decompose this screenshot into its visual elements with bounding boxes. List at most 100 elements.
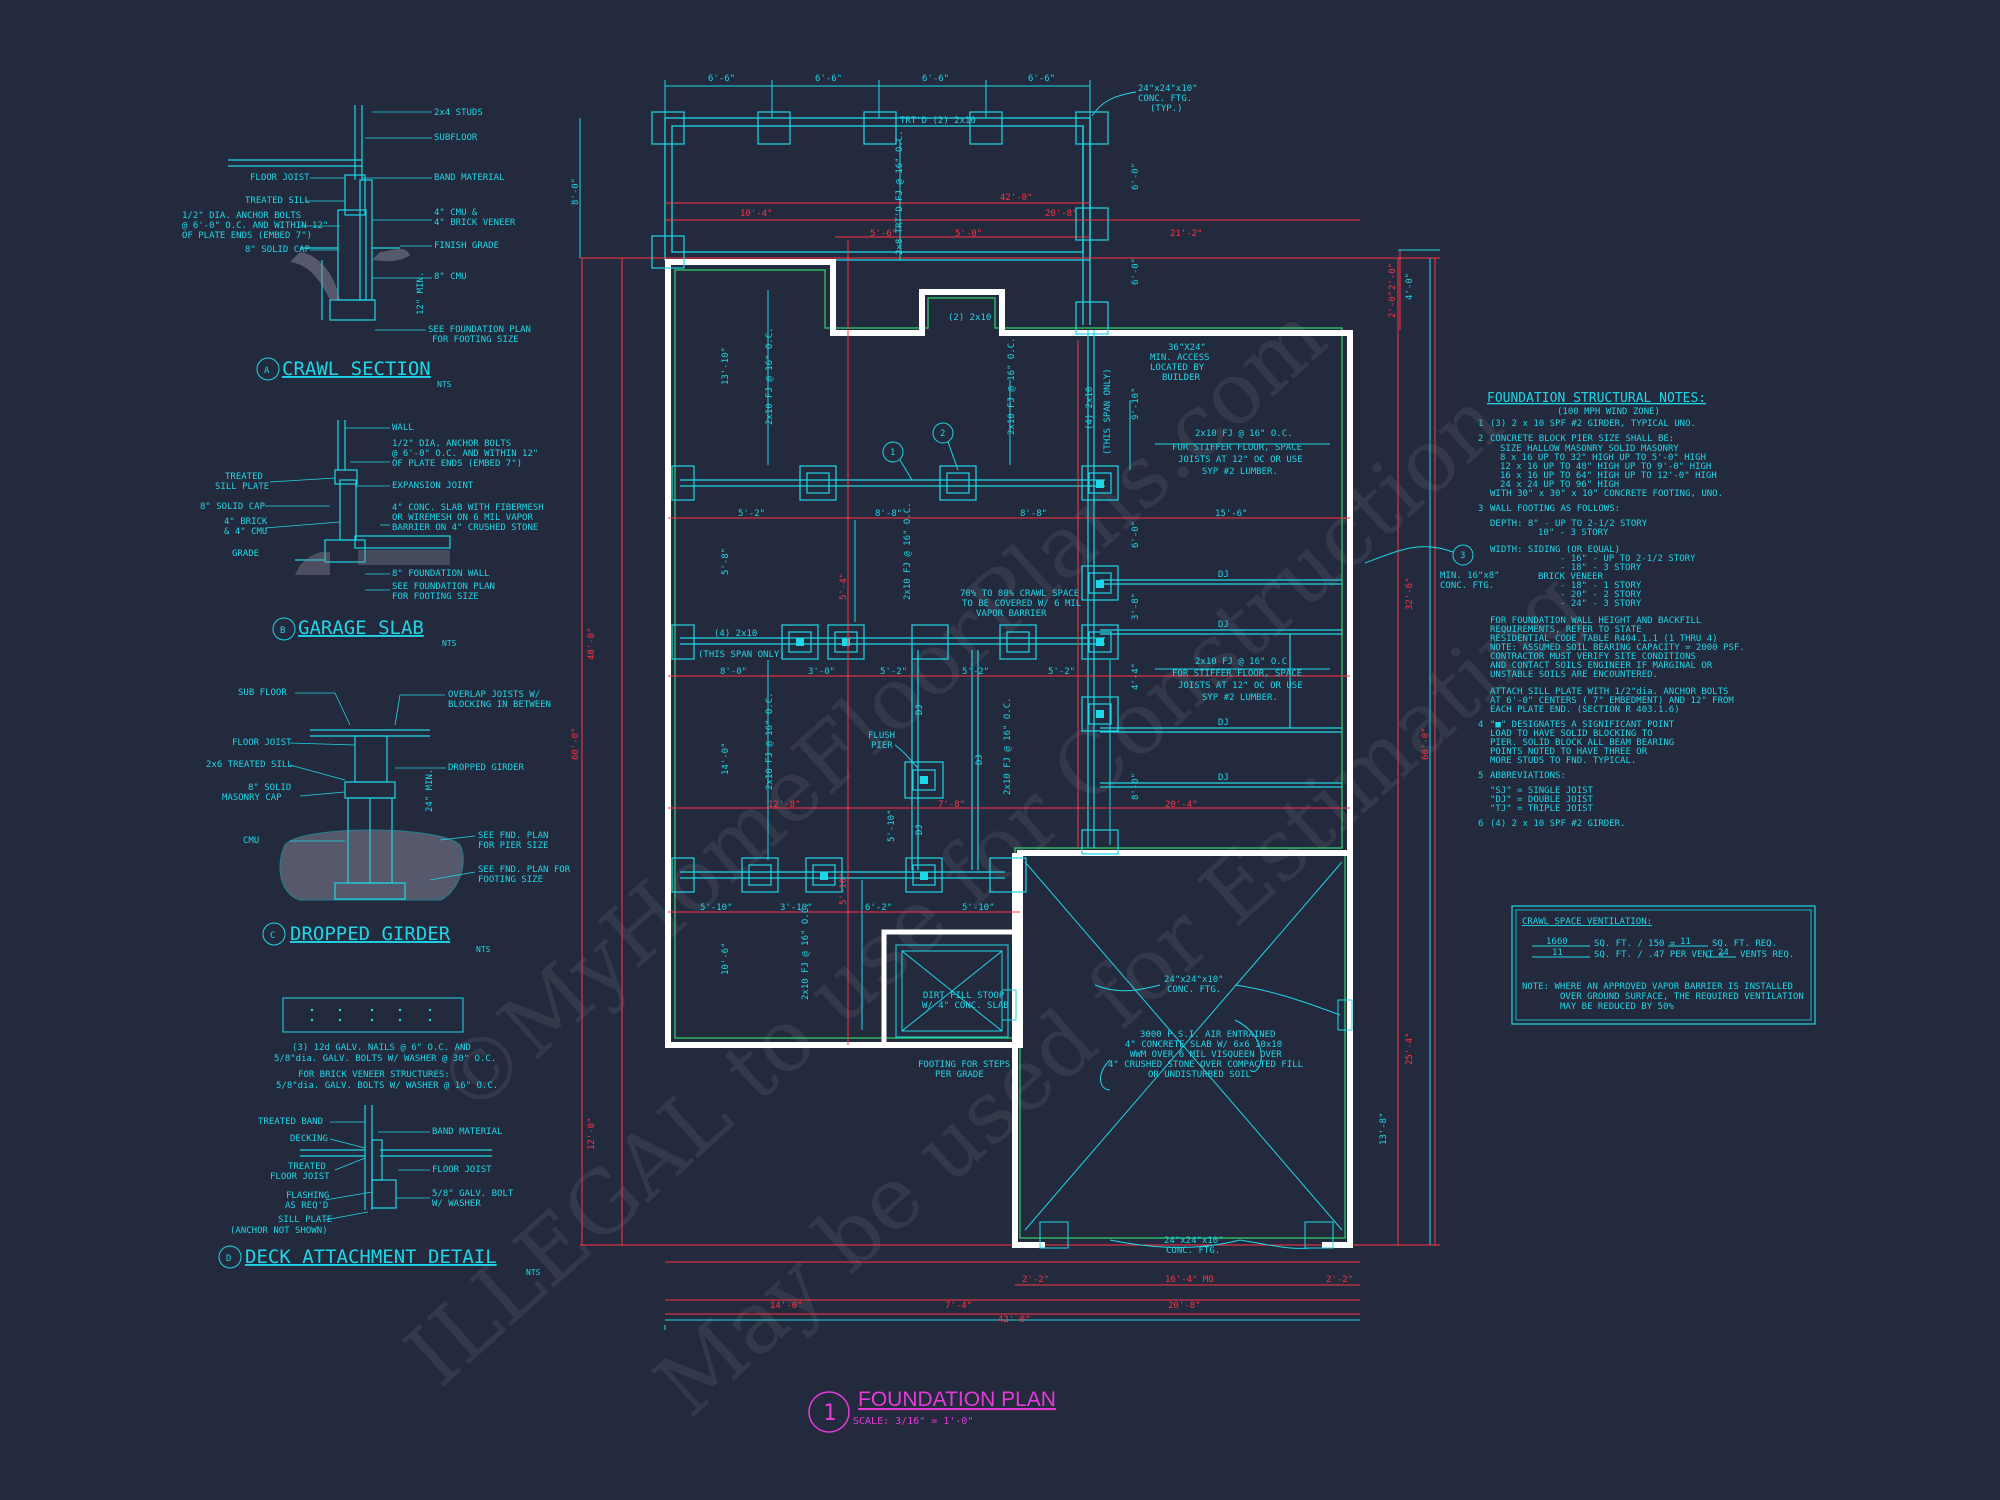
mark-3: 3 bbox=[1460, 551, 1465, 561]
joist-arrows bbox=[767, 140, 1131, 1030]
bottom-dim-3: 20'-8" bbox=[1168, 1301, 1201, 1311]
d-note-12: AS REQ'D bbox=[285, 1201, 328, 1211]
stiff-b-4: SYP #2 LUMBER. bbox=[1202, 693, 1278, 703]
b-note-12: 4" BRICK bbox=[224, 517, 268, 527]
a-nts: NTS bbox=[437, 380, 452, 389]
access-4: BUILDER bbox=[1162, 373, 1201, 383]
row2-dim-4: 5'-2" bbox=[962, 667, 989, 677]
a-note-9: @ 6'-0" O.C. AND WITHIN 12" bbox=[182, 221, 328, 231]
min-ftg-1: MIN. 16"x8" bbox=[1440, 571, 1500, 581]
b-note-9: 4" CONC. SLAB WITH FIBERMESH bbox=[392, 503, 544, 513]
note-mark-6: 6 bbox=[1478, 819, 1483, 829]
vert-dim-5: 10'-6" bbox=[721, 942, 731, 975]
note-line-21: RESIDENTIAL CODE TABLE R404.1.1 (1 THRU … bbox=[1490, 634, 1718, 644]
vert-dim-4: 14'-0" bbox=[721, 742, 731, 775]
row3-dim-3: 20'-4" bbox=[1165, 800, 1198, 810]
dj-1: DJ bbox=[1218, 570, 1229, 580]
d-nts: NTS bbox=[526, 1268, 541, 1277]
vert-dim-12: 3'-8" bbox=[1131, 593, 1141, 620]
red-dims-top bbox=[580, 202, 1440, 259]
detail-d-labels: (3) 12d GALV. NAILS @ 6" O.C. AND 5/8"di… bbox=[218, 1043, 541, 1277]
note-line-22: NOTE: ASSUMED SOIL BEARING CAPACITY = 20… bbox=[1490, 643, 1745, 653]
note-line-15: BRICK VENEER bbox=[1538, 572, 1604, 582]
row4-dim-3: 6'-2" bbox=[865, 903, 892, 913]
row1-dim-4: 15'-6" bbox=[1215, 509, 1248, 519]
stiff-a-3: JOISTS AT 12" OC OR USE bbox=[1178, 455, 1303, 465]
stoop-note-1: DIRT FILL STOOP bbox=[923, 991, 1005, 1001]
note-line-31: PIER. SOLID BLOCK ALL BEAM BEARING bbox=[1490, 738, 1674, 748]
note-line-2: CONCRETE BLOCK PIER SIZE SHALL BE: bbox=[1490, 434, 1674, 444]
dims-outer-cyan bbox=[579, 118, 1440, 1330]
mark-2: 2 bbox=[940, 429, 945, 439]
a-note-6: 4" CMU & bbox=[434, 208, 478, 218]
slab-note-2: 4" CONCRETE SLAB W/ 6x6 10x10 bbox=[1125, 1040, 1282, 1050]
note-line-28: EACH PLATE END. (SECTION R 403.1.6) bbox=[1490, 705, 1680, 715]
vent-note-3: MAY BE REDUCED BY 50% bbox=[1560, 1002, 1674, 1012]
c-letter: C bbox=[270, 931, 275, 941]
d-note-14: W/ WASHER bbox=[432, 1199, 481, 1209]
d-note-7: BAND MATERIAL bbox=[432, 1127, 502, 1137]
vert-dim-14: 8'-0" bbox=[1131, 773, 1141, 800]
access-1: 36"X24" bbox=[1168, 343, 1206, 353]
garage-ftg-2: CONC. FTG. bbox=[1167, 985, 1221, 995]
top-dim-2: 6'-6" bbox=[815, 74, 842, 84]
note-line-1: (3) 2 x 10 SPF #2 GIRDER, TYPICAL UNO. bbox=[1490, 419, 1696, 429]
c-note-1: SUB FLOOR bbox=[238, 688, 287, 698]
ftg-typ-3: (TYP.) bbox=[1150, 104, 1183, 114]
d-title: DECK ATTACHMENT DETAIL bbox=[245, 1246, 497, 1268]
vent-row2-c: 24 bbox=[1718, 948, 1729, 958]
crawl-note-3: VAPOR BARRIER bbox=[976, 609, 1047, 619]
b-note-17: FOR FOOTING SIZE bbox=[392, 592, 479, 602]
a-title: CRAWL SECTION bbox=[282, 358, 431, 380]
left-dim-2: 48'-0" bbox=[587, 627, 597, 660]
four-2x10-h-label: (4) 2x10 bbox=[714, 629, 757, 639]
trtd-girder-label: TRT'D (2) 2x10 bbox=[900, 116, 976, 126]
a-note-2: SUBFLOOR bbox=[434, 133, 478, 143]
right-dim-1: 2'-0" bbox=[1388, 263, 1398, 290]
b-note-8: 8" SOLID CAP bbox=[200, 502, 266, 512]
c-note-5: 2x6 TREATED SILL bbox=[206, 760, 293, 770]
red-dim-top-3: 20'-8" bbox=[1045, 209, 1078, 219]
note-line-37: "TJ" = TRIPLE JOIST bbox=[1490, 804, 1594, 814]
joist-perp-lines bbox=[668, 240, 1350, 1045]
soil-hatch-a bbox=[290, 252, 340, 300]
b-note-4: OF PLATE ENDS (EMBED 7") bbox=[392, 459, 522, 469]
steps-note-2: PER GRADE bbox=[935, 1070, 984, 1080]
d-note-5: TREATED BAND bbox=[258, 1117, 323, 1127]
b-note-10: OR WIREMESH ON 6 MIL VAPOR bbox=[392, 513, 533, 523]
row4-dim-4: 5'-10" bbox=[962, 903, 995, 913]
row2-dim-5: 5'-2" bbox=[1048, 667, 1075, 677]
note-line-19: FOR FOUNDATION WALL HEIGHT AND BACKFILL bbox=[1490, 616, 1701, 626]
bottom-dim-5: 2'-2" bbox=[1022, 1275, 1049, 1285]
b-letter: B bbox=[280, 626, 285, 636]
bottom-dim-1: 14'-0" bbox=[770, 1301, 803, 1311]
min-ftg-leader bbox=[1364, 546, 1454, 564]
a-note-5: TREATED SILL bbox=[245, 196, 310, 206]
d-note-15: SILL PLATE bbox=[278, 1215, 332, 1225]
note-line-6: 16 x 16 UP TO 64" HIGH UP TO 12'-0" HIGH bbox=[1500, 471, 1717, 481]
red-dim-top-6: 21'-2" bbox=[1170, 229, 1203, 239]
vert-dim-7: 5'-10" bbox=[839, 872, 849, 905]
b-note-11: BARRIER ON 4" CRUSHED STONE bbox=[392, 523, 538, 533]
note-mark-4: 4 bbox=[1478, 720, 1483, 730]
left-dim-4: 12'-0" bbox=[587, 1117, 597, 1150]
note-line-14: - 18" - 3 STORY bbox=[1560, 563, 1642, 573]
note-line-4: 8 x 16 UP TO 32" HIGH UP TO 5'-0" HIGH bbox=[1500, 453, 1706, 463]
fj-label-5: 2x10 FJ @ 16" O.C. bbox=[801, 902, 811, 1000]
a-note-3: FLOOR JOIST bbox=[250, 173, 310, 183]
d-note-2: 5/8"dia. GALV. BOLTS W/ WASHER @ 30" O.C… bbox=[274, 1054, 496, 1064]
c-title: DROPPED GIRDER bbox=[290, 923, 451, 945]
deck-outline bbox=[664, 117, 1091, 325]
vent-note-1: NOTE: WHERE AN APPROVED VAPOR BARRIER IS… bbox=[1522, 982, 1793, 992]
slab-note-4: 4" CRUSHED STONE OVER COMPACTED FILL bbox=[1108, 1060, 1303, 1070]
note-mark-3: 3 bbox=[1478, 504, 1483, 514]
d-note-9: FLOOR JOIST bbox=[270, 1172, 330, 1182]
note-line-17: - 20" - 2 STORY bbox=[1560, 590, 1642, 600]
d-note-10: FLOOR JOIST bbox=[432, 1165, 492, 1175]
slab-note-5: OR UNDISTURBED SOIL bbox=[1148, 1070, 1251, 1080]
garage-wall bbox=[1012, 853, 1353, 1248]
detail-a-crawl-section bbox=[228, 105, 410, 321]
dj-6: DJ bbox=[975, 754, 985, 765]
a-note-1: 2x4 STUDS bbox=[434, 108, 483, 118]
